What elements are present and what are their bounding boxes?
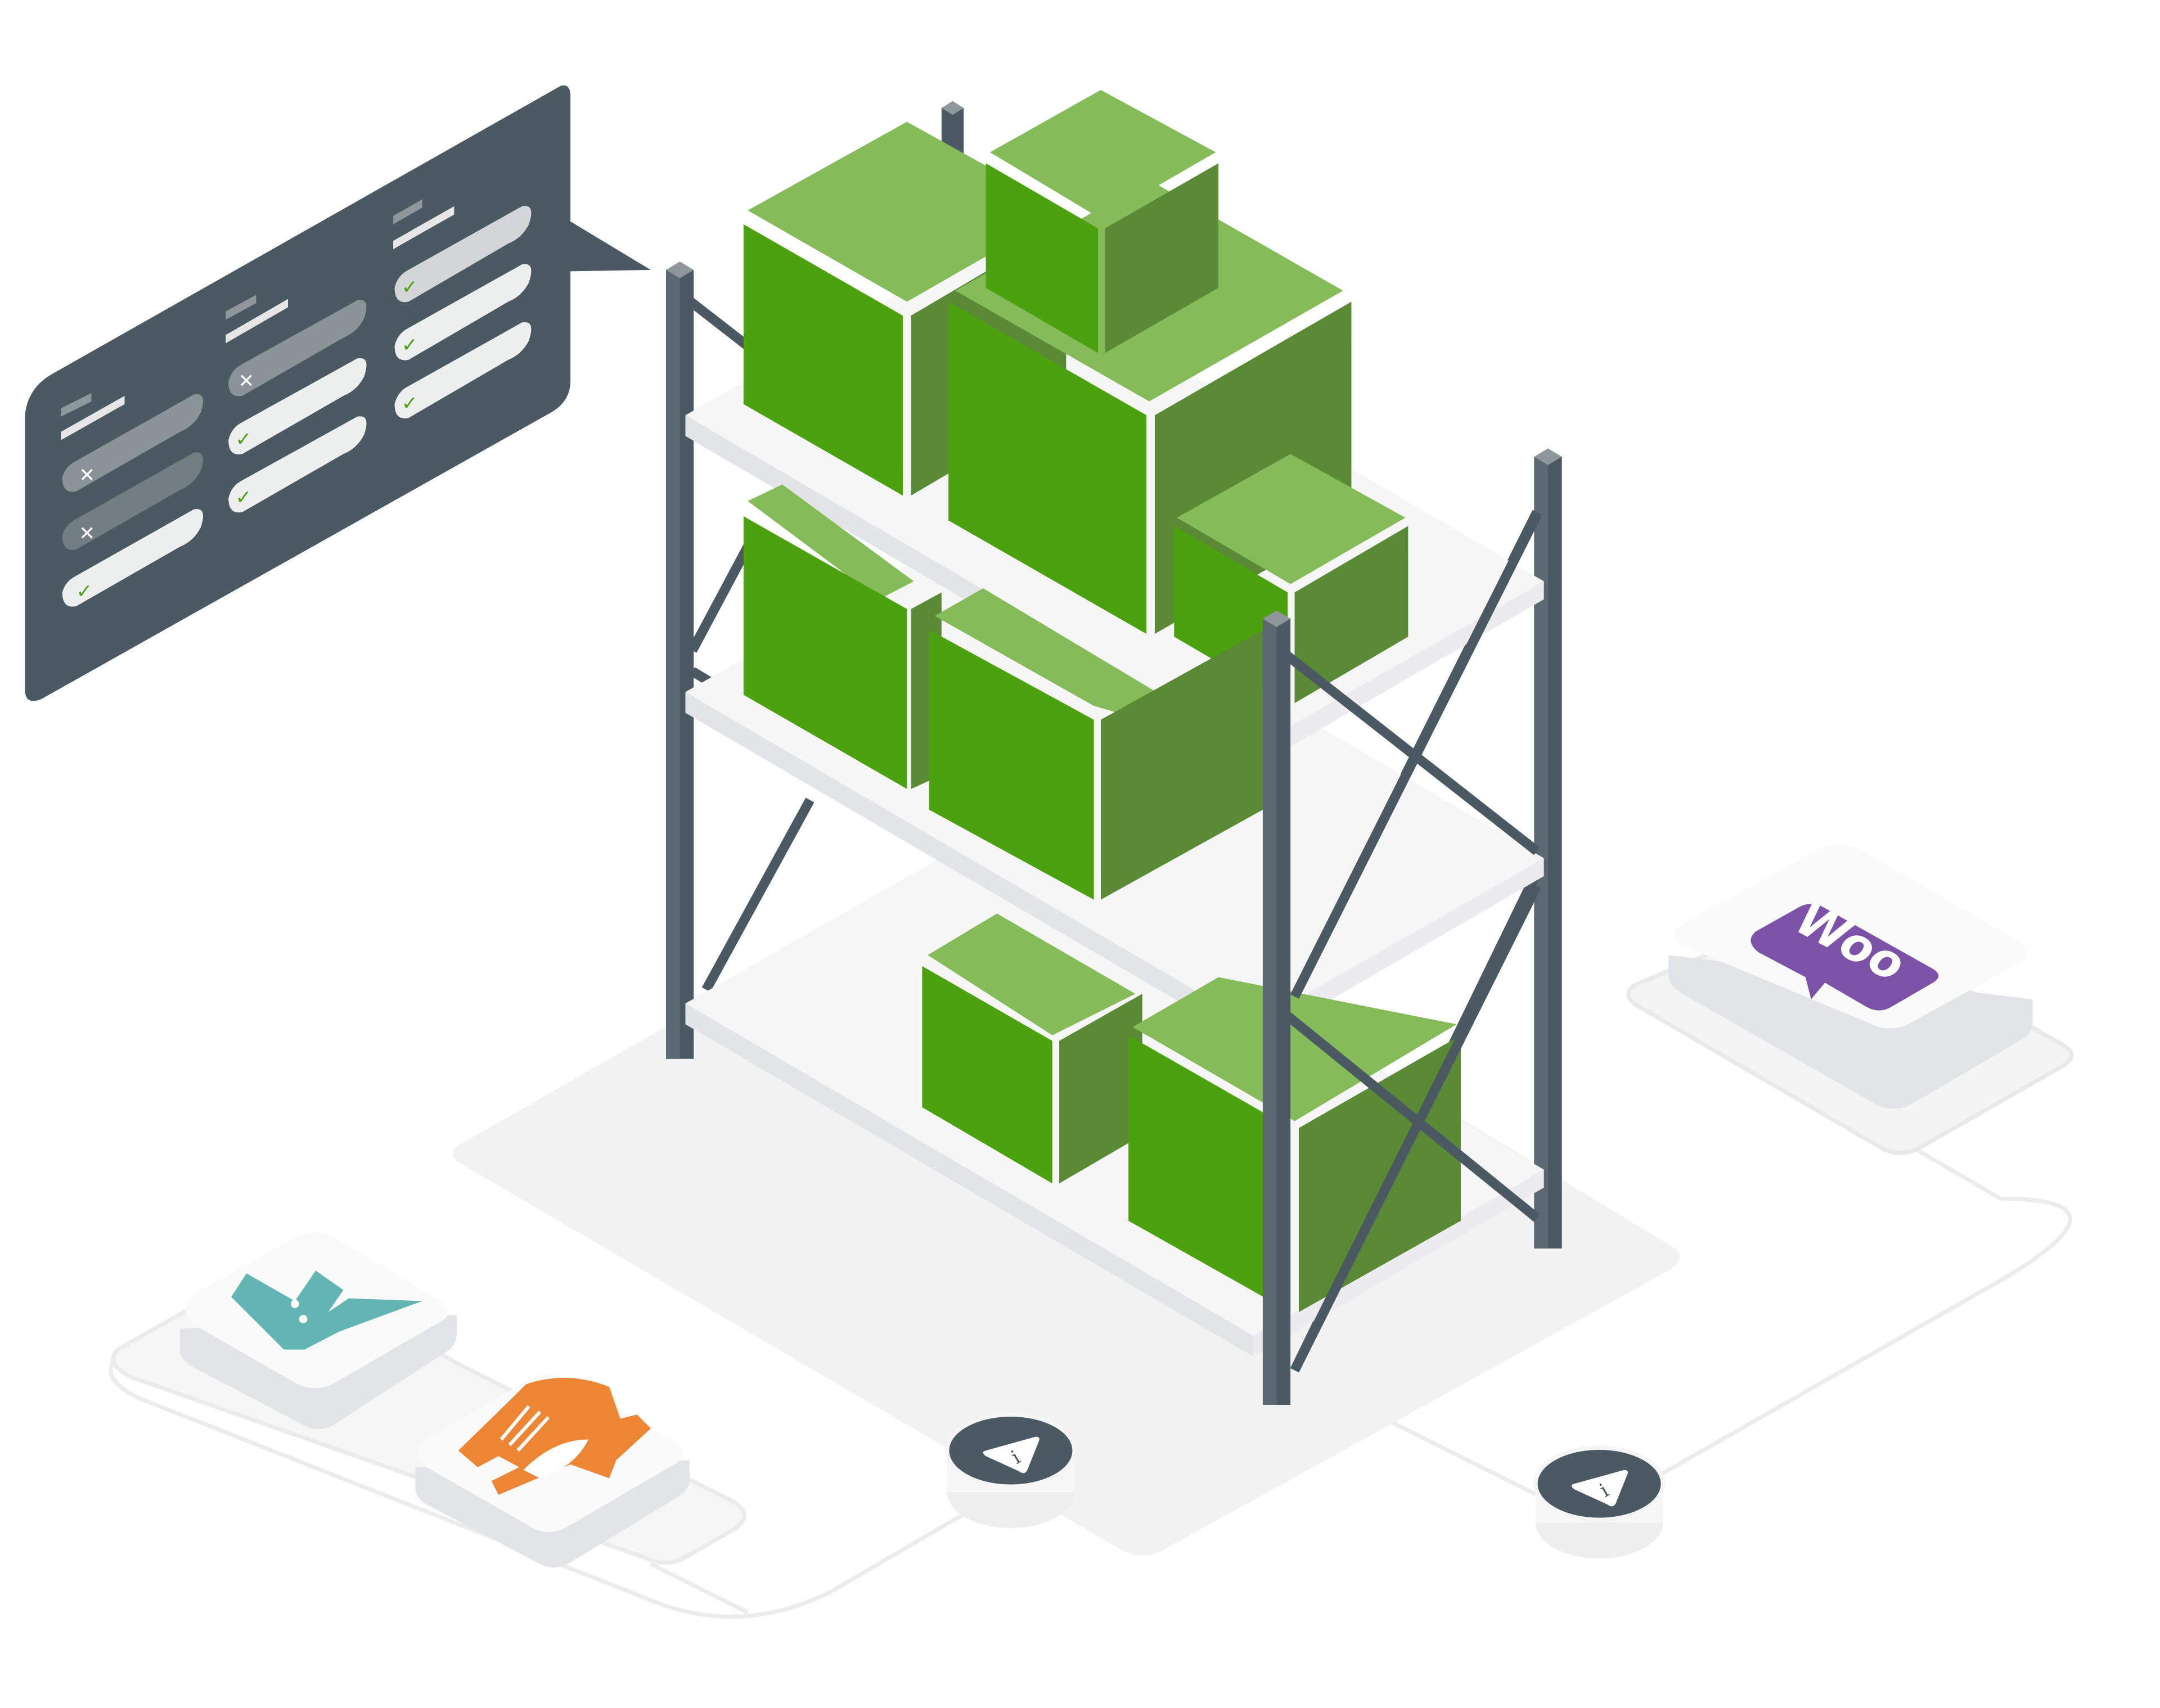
warning-info-icon — [1571, 1470, 1628, 1507]
checklist-row-pass: ✓ — [394, 206, 532, 303]
check-icon: ✓ — [76, 581, 92, 602]
check-icon: ✓ — [235, 429, 251, 450]
check-icon: ✓ — [402, 393, 418, 414]
checklist-row-pass: ✓ — [228, 416, 367, 513]
rack-left-post — [666, 262, 814, 1059]
x-icon: ✕ — [238, 371, 254, 392]
warning-info-icon — [983, 1436, 1040, 1473]
box — [986, 89, 1219, 353]
just-eat-logo — [458, 1377, 651, 1495]
check-icon: ✓ — [402, 277, 418, 298]
just-eat-channel-tile[interactable] — [415, 1374, 690, 1568]
rack-right-post — [1262, 512, 1542, 1405]
alert-puck[interactable]: i — [945, 1412, 1077, 1529]
connector-lines — [109, 984, 2072, 1619]
woocommerce-channel-tile[interactable]: Woo — [1626, 844, 2074, 1155]
x-icon: ✕ — [79, 465, 95, 486]
deliveroo-logo — [231, 1270, 422, 1350]
checklist-row-fail: ✕ — [228, 300, 367, 396]
alert-puck[interactable]: i — [1533, 1445, 1666, 1559]
x-icon: ✕ — [79, 523, 95, 544]
checklist-rows: ✕ ✕ ✓ ✕ ✓ ✓ ✓ ✓ — [62, 206, 532, 607]
checklist-row-fail: ✕ — [62, 394, 204, 492]
box — [922, 913, 1142, 1184]
checklist-row-fail: ✕ — [62, 452, 204, 550]
box — [929, 588, 1263, 900]
checklist-row-pass: ✓ — [228, 358, 367, 454]
check-icon: ✓ — [235, 487, 251, 508]
checklist-row-pass: ✓ — [62, 509, 204, 607]
box — [1128, 977, 1461, 1313]
checklist-row-pass: ✓ — [394, 322, 532, 418]
checklist-row-pass: ✓ — [394, 264, 532, 360]
check-icon: ✓ — [402, 335, 418, 356]
